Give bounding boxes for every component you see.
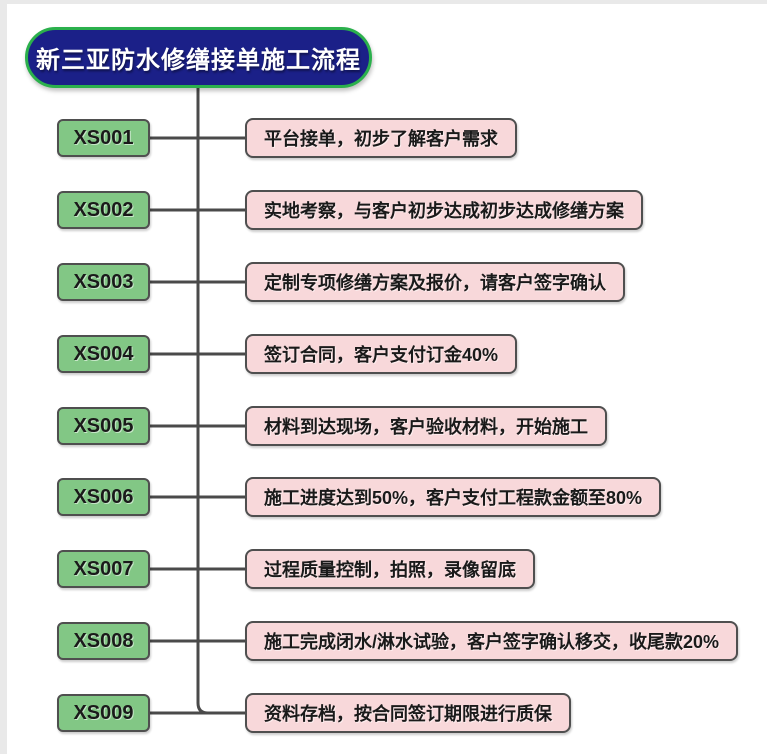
flow-step-row: XS006 施工进度达到50%，客户支付工程款金额至80% <box>0 477 767 517</box>
step-desc-node[interactable]: 施工进度达到50%，客户支付工程款金额至80% <box>245 477 662 517</box>
step-desc-label: 施工完成闭水/淋水试验，客户签字确认移交，收尾款20% <box>264 632 720 652</box>
step-code-label: XS002 <box>73 198 134 221</box>
flow-step-row: XS008 施工完成闭水/淋水试验，客户签字确认移交，收尾款20% <box>0 621 767 661</box>
step-code-label: XS001 <box>73 126 134 149</box>
step-desc-node[interactable]: 平台接单，初步了解客户需求 <box>245 118 517 158</box>
step-desc-node[interactable]: 施工完成闭水/淋水试验，客户签字确认移交，收尾款20% <box>245 621 739 661</box>
step-desc-label: 资料存档，按合同签订期限进行质保 <box>264 704 552 724</box>
step-code-label: XS009 <box>73 701 134 724</box>
step-code-node[interactable]: XS003 <box>57 263 150 301</box>
step-desc-node[interactable]: 资料存档，按合同签订期限进行质保 <box>245 693 571 733</box>
step-desc-label: 定制专项修缮方案及报价，请客户签字确认 <box>264 273 606 293</box>
step-desc-label: 实地考察，与客户初步达成初步达成修缮方案 <box>264 201 624 221</box>
step-desc-label: 施工进度达到50%，客户支付工程款金额至80% <box>264 488 643 508</box>
flow-step-row: XS001 平台接单，初步了解客户需求 <box>0 118 767 158</box>
step-desc-node[interactable]: 过程质量控制，拍照，录像留底 <box>245 549 535 589</box>
step-desc-label: 过程质量控制，拍照，录像留底 <box>264 560 516 580</box>
step-code-label: XS003 <box>73 270 134 293</box>
step-code-node[interactable]: XS005 <box>57 407 150 445</box>
flow-title-text: 新三亚防水修缮接单施工流程 <box>36 47 361 74</box>
step-desc-label: 材料到达现场，客户验收材料，开始施工 <box>264 417 588 437</box>
step-code-node[interactable]: XS007 <box>57 550 150 588</box>
flow-title-node[interactable]: 新三亚防水修缮接单施工流程 <box>25 27 372 88</box>
step-code-label: XS007 <box>73 557 134 580</box>
flow-step-row: XS005 材料到达现场，客户验收材料，开始施工 <box>0 406 767 446</box>
step-code-node[interactable]: XS002 <box>57 191 150 229</box>
step-code-label: XS004 <box>73 342 134 365</box>
step-desc-node[interactable]: 签订合同，客户支付订金40% <box>245 334 518 374</box>
flow-step-row: XS004 签订合同，客户支付订金40% <box>0 334 767 374</box>
step-code-label: XS006 <box>73 485 134 508</box>
step-desc-node[interactable]: 实地考察，与客户初步达成初步达成修缮方案 <box>245 190 643 230</box>
step-code-node[interactable]: XS004 <box>57 335 150 373</box>
step-code-node[interactable]: XS009 <box>57 694 150 732</box>
step-code-node[interactable]: XS001 <box>57 119 150 157</box>
step-code-node[interactable]: XS006 <box>57 478 150 516</box>
step-desc-label: 平台接单，初步了解客户需求 <box>264 129 498 149</box>
step-desc-label: 签订合同，客户支付订金40% <box>264 345 499 365</box>
step-desc-node[interactable]: 材料到达现场，客户验收材料，开始施工 <box>245 406 607 446</box>
flow-step-row: XS002 实地考察，与客户初步达成初步达成修缮方案 <box>0 190 767 230</box>
flow-step-row: XS003 定制专项修缮方案及报价，请客户签字确认 <box>0 262 767 302</box>
step-desc-node[interactable]: 定制专项修缮方案及报价，请客户签字确认 <box>245 262 625 302</box>
step-code-label: XS008 <box>73 629 134 652</box>
step-code-node[interactable]: XS008 <box>57 622 150 660</box>
flow-step-row: XS007 过程质量控制，拍照，录像留底 <box>0 549 767 589</box>
step-code-label: XS005 <box>73 414 134 437</box>
flow-step-row: XS009 资料存档，按合同签订期限进行质保 <box>0 693 767 733</box>
